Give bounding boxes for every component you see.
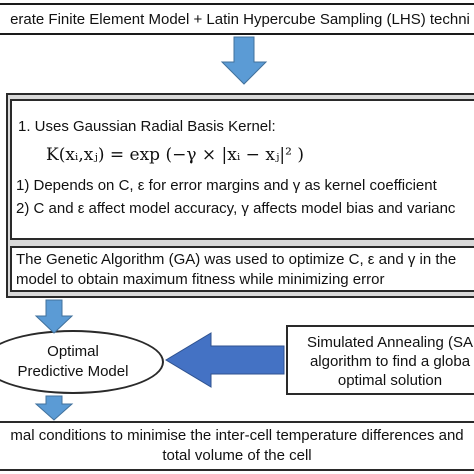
ga-line-1: The Genetic Algorithm (GA) was used to o… (16, 251, 457, 268)
ga-line-2: model to obtain maximum fitness while mi… (16, 271, 385, 288)
sa-line-1: Simulated Annealing (SA (307, 334, 473, 351)
kernel-formula: K(xᵢ,xⱼ) = exp (−γ × |xᵢ − xⱼ|² ) (46, 145, 304, 165)
optimal-model-line-1: Optimal (47, 343, 99, 360)
optimal-model-ellipse (0, 330, 164, 394)
optimal-conditions-line-2: total volume of the cell (162, 447, 312, 464)
optimal-model-line-2: Predictive Model (17, 363, 129, 380)
sa-line-2: algorithm to find a globa (309, 353, 471, 370)
sa-label: Simulated Annealing (SA algorithm to fin… (290, 333, 474, 390)
kernel-item-3: 2) C and ε affect model accuracy, γ affe… (16, 200, 456, 217)
optimal-conditions-box (0, 421, 474, 471)
arrow-down-middle (34, 299, 74, 334)
arrow-down-top (220, 36, 268, 85)
kernel-box (10, 99, 474, 240)
arrow-down-bottom (34, 395, 74, 421)
sa-line-3: optimal solution (337, 372, 443, 389)
kernel-item-2: 1) Depends on C, ε for error margins and… (16, 177, 437, 194)
optimal-model-label: Optimal Predictive Model (0, 342, 164, 382)
sa-box (286, 325, 474, 395)
optimal-conditions-label: mal conditions to minimise the inter-cel… (0, 426, 474, 466)
arrow-left-sa (165, 332, 285, 388)
optimal-conditions-line-1: mal conditions to minimise the inter-cel… (10, 427, 464, 444)
fe-lhs-box: erate Finite Element Model + Latin Hyper… (0, 3, 474, 35)
ga-box (10, 246, 474, 292)
fe-lhs-text: erate Finite Element Model + Latin Hyper… (10, 10, 470, 28)
kernel-item-1: 1. Uses Gaussian Radial Basis Kernel: (18, 118, 276, 135)
